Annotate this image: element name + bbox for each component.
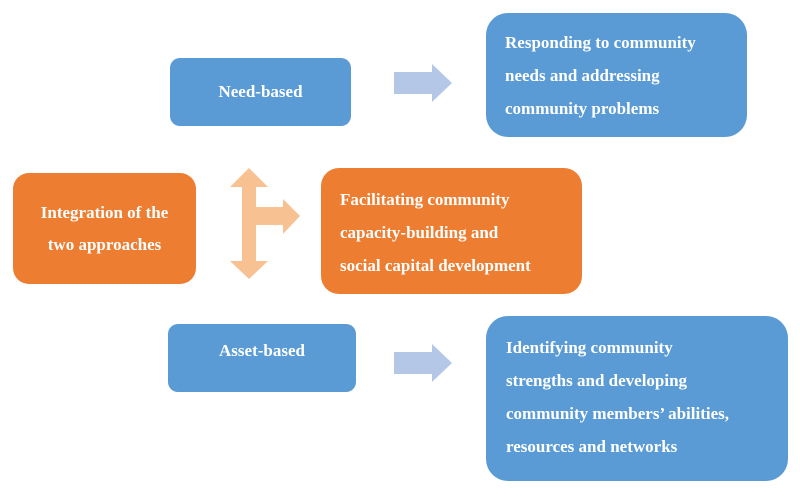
need-outcome-box: Responding to community needs and addres… xyxy=(486,13,747,137)
three-way-arrow-icon xyxy=(230,168,300,279)
need-based-label: Need-based xyxy=(218,82,303,101)
asset-based-label: Asset-based xyxy=(219,341,305,360)
asset-outcome-line-2: strengths and developing xyxy=(506,371,688,390)
asset-based-box: Asset-based xyxy=(168,324,356,392)
three-way-arrow-shape xyxy=(230,168,300,279)
need-outcome-line-3: community problems xyxy=(505,99,660,118)
asset-outcome-line-4: resources and networks xyxy=(506,437,678,456)
integration-line-2: two approaches xyxy=(47,234,162,254)
asset-outcome-line-3: community members’ abilities, xyxy=(506,404,730,423)
need-based-box: Need-based xyxy=(170,58,351,126)
need-outcome-line-1: Responding to community xyxy=(505,33,696,52)
right-arrow-icon xyxy=(394,344,452,382)
asset-arrow-shape xyxy=(394,344,452,382)
integration-outcome-line-3: social capital development xyxy=(340,256,531,275)
integration-outcome-line-1: Facilitating community xyxy=(340,190,510,209)
integration-outcome-box: Facilitating community capacity-building… xyxy=(321,168,582,294)
integration-line-1: Integration of the xyxy=(40,202,169,222)
need-arrow-shape xyxy=(394,64,452,102)
right-arrow-icon xyxy=(394,64,452,102)
asset-outcome-line-1: Identifying community xyxy=(506,338,673,357)
integration-outcome-line-2: capacity-building and xyxy=(340,223,499,242)
asset-outcome-box: Identifying community strengths and deve… xyxy=(486,316,788,481)
need-outcome-line-2: needs and addressing xyxy=(505,66,660,85)
integration-box: Integration of the two approaches xyxy=(13,173,196,284)
